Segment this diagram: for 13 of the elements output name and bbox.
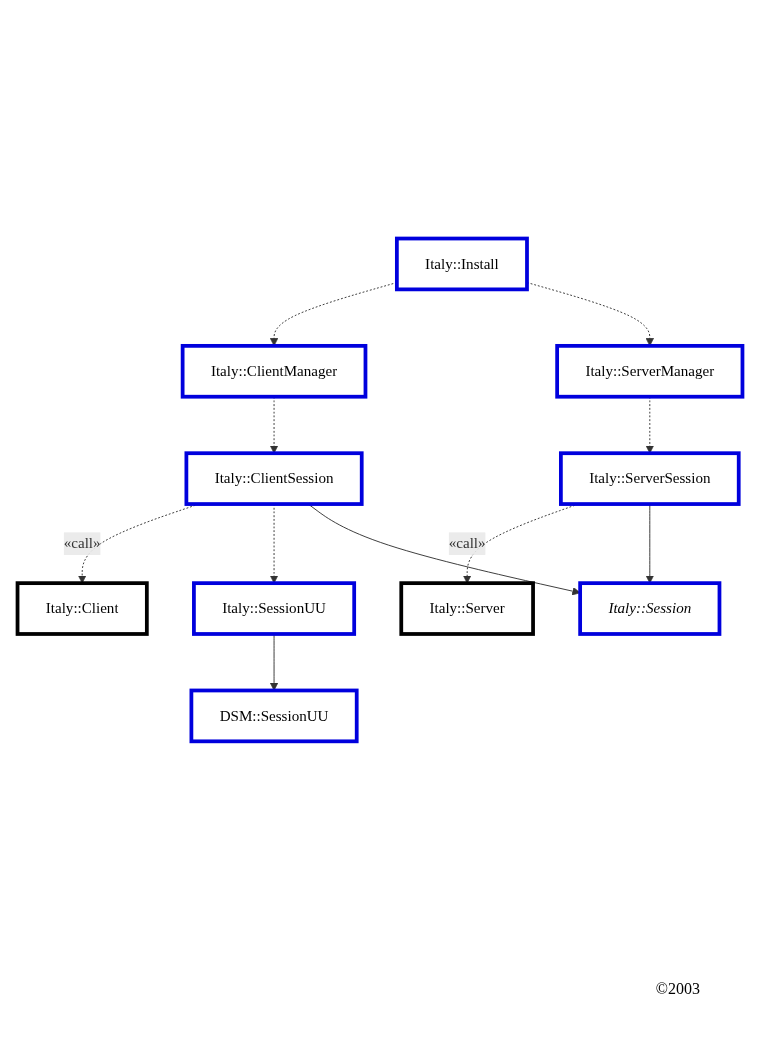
node-box: DSM::SessionUU [189,688,359,744]
edge-label: «call» [63,535,101,552]
node-box: Italy::Session [578,581,722,636]
node-box: Italy::ClientSession [184,451,364,506]
node-box: Italy::ClientManager [180,344,368,399]
node-box: Italy::Install [394,236,529,292]
edge-label: «call» [448,535,486,552]
node-box: Italy::Server [399,581,535,636]
copyright-note: ©2003 [654,980,700,998]
node-box: Italy::Client [15,581,149,636]
node-box: Italy::SessionUU [192,581,357,636]
node-box: Italy::ServerSession [559,451,741,506]
node-box: Italy::ServerManager [555,344,745,399]
